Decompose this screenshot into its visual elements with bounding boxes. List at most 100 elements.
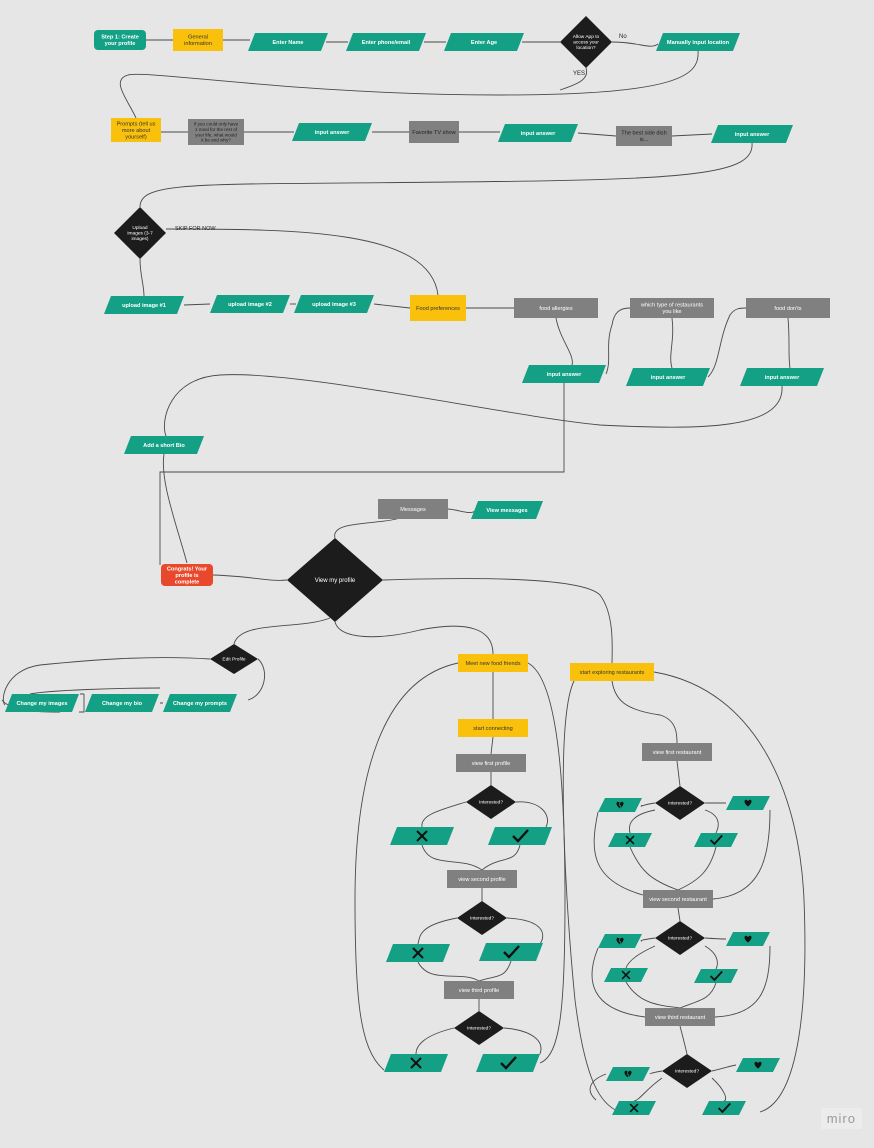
checkmark-icon (709, 834, 723, 846)
connector-79 (633, 1077, 663, 1102)
shape-food-allergies (514, 298, 598, 318)
node-r2-no[interactable] (604, 968, 648, 982)
node-view-messages[interactable]: View messages (471, 501, 543, 519)
node-r3-no[interactable] (612, 1101, 656, 1115)
node-input-answer-4[interactable]: input answer (522, 365, 606, 383)
shape-allow-location (560, 16, 612, 68)
node-change-bio[interactable]: Change my bio (85, 694, 159, 712)
label-input-answer-5: input answer (651, 375, 686, 381)
label-view-profile: View my profile (315, 578, 356, 584)
node-view-third-restaurant[interactable]: view third restaurant (645, 1008, 715, 1026)
node-prompt-tv[interactable]: Favorite TV show (409, 121, 459, 143)
shape-restaurant-types (630, 298, 714, 318)
node-change-images[interactable]: Change my images (5, 694, 79, 712)
label-view-second-restaurant: view second restaurant (649, 897, 707, 903)
connector-8 (559, 67, 588, 91)
label-interested-p2: Interested? (470, 916, 494, 922)
connector-45 (421, 844, 483, 871)
node-r2-yes[interactable] (694, 969, 738, 983)
node-food-allergies[interactable]: food allergies (514, 298, 598, 318)
node-r2-unlike[interactable] (598, 934, 642, 948)
connector-33 (447, 508, 476, 513)
shape-input-answer-1 (292, 123, 372, 141)
node-p1-yes[interactable] (488, 827, 552, 845)
node-short-bio[interactable]: Add a short Bio (124, 436, 204, 454)
node-upload-3[interactable]: upload image #3 (294, 295, 374, 313)
node-r3-like[interactable] (736, 1058, 780, 1072)
node-start-connecting[interactable]: start connecting (458, 719, 528, 737)
node-manual-location[interactable]: Manually input location (656, 33, 740, 51)
node-interested-p2[interactable]: Interested? (457, 901, 507, 935)
shape-profile-complete (161, 564, 213, 586)
node-input-answer-3[interactable]: input answer (711, 125, 793, 143)
node-upload-2[interactable]: upload image #2 (210, 295, 290, 313)
node-view-profile[interactable]: View my profile (287, 538, 383, 622)
connector-38 (79, 693, 163, 713)
shape-view-first-restaurant (642, 743, 712, 761)
node-view-second-profile[interactable]: view second profile (447, 870, 517, 888)
shape-messages (378, 499, 448, 519)
node-input-answer-2[interactable]: input answer (498, 124, 578, 142)
connector-51 (478, 960, 512, 982)
node-upload-1[interactable]: upload image #1 (104, 296, 184, 314)
connector-77 (649, 1070, 663, 1075)
node-edit-profile[interactable]: Edit Profile (210, 644, 258, 674)
node-r1-like[interactable] (726, 796, 770, 810)
node-interested-p1[interactable]: Interested? (466, 785, 516, 819)
node-p2-no[interactable] (386, 944, 450, 962)
node-food-donts[interactable]: food don'ts (746, 298, 830, 318)
label-interested-r2: Interested? (668, 936, 692, 942)
node-r1-unlike[interactable] (598, 798, 642, 812)
node-r2-like[interactable] (726, 932, 770, 946)
node-input-answer-5[interactable]: input answer (626, 368, 710, 386)
node-view-third-profile[interactable]: view third profile (444, 981, 514, 999)
shape-input-answer-6 (740, 368, 824, 386)
node-enter-age[interactable]: Enter Age (444, 33, 524, 51)
connector-55 (354, 662, 459, 1071)
node-food-prefs[interactable]: Food preferences (410, 295, 466, 321)
shape-prompt-side (616, 126, 672, 146)
label-upload-2: upload image #2 (228, 302, 272, 308)
node-messages[interactable]: Messages (378, 499, 448, 519)
node-p1-no[interactable] (390, 827, 454, 845)
node-interested-r3[interactable]: Interested? (662, 1054, 712, 1088)
node-interested-p3[interactable]: Interested? (454, 1011, 504, 1045)
node-p3-yes[interactable] (476, 1054, 540, 1072)
node-r3-unlike[interactable] (606, 1067, 650, 1081)
node-interested-r1[interactable]: Interested? (655, 786, 705, 820)
broken-heart-icon (616, 801, 624, 809)
connector-64 (677, 846, 717, 891)
node-input-answer-6[interactable]: input answer (740, 368, 824, 386)
node-p2-yes[interactable] (479, 943, 543, 961)
node-r3-yes[interactable] (702, 1101, 746, 1115)
node-view-second-restaurant[interactable]: view second restaurant (643, 890, 713, 908)
node-enter-name[interactable]: Enter Name (248, 33, 328, 51)
node-view-first-profile[interactable]: view first profile (456, 754, 526, 772)
node-view-first-restaurant[interactable]: view first restaurant (642, 743, 712, 761)
node-meet-foodies[interactable]: Meet new food friends (458, 654, 528, 672)
node-enter-phone[interactable]: Enter phone/email (346, 33, 426, 51)
connector-54 (503, 1027, 542, 1055)
label-short-bio: Add a short Bio (143, 443, 185, 449)
node-change-prompts[interactable]: Change my prompts (163, 694, 237, 712)
node-p3-no[interactable] (384, 1054, 448, 1072)
node-r1-yes[interactable] (694, 833, 738, 847)
connector-83 (589, 1073, 607, 1101)
node-explore-restaurants[interactable]: start exploring restaurants (570, 663, 654, 681)
node-input-answer-1[interactable]: input answer (292, 123, 372, 141)
shape-input-answer-5 (626, 368, 710, 386)
connector-27 (159, 383, 565, 565)
node-r1-no[interactable] (608, 833, 652, 847)
node-interested-r2[interactable]: Interested? (655, 921, 705, 955)
